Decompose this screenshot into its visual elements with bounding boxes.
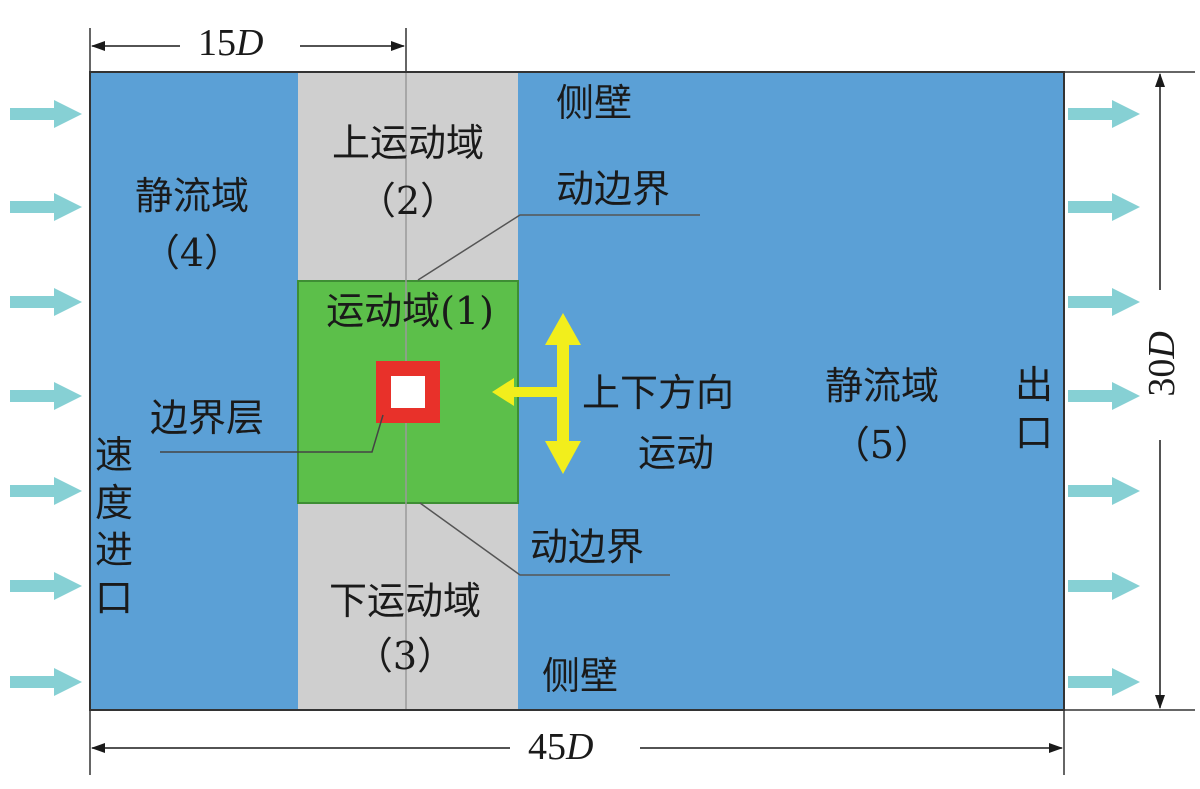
- lower-moving-domain-number: （3）: [354, 634, 456, 678]
- inlet-label: 速 度 进 口: [94, 433, 133, 620]
- static-domain-right-label: 静流域: [824, 364, 940, 408]
- static-domain-right-number: （5）: [831, 423, 933, 467]
- inlet-arrows: [10, 100, 82, 696]
- moving-boundary-top-label: 动边界: [556, 167, 671, 211]
- dim-label-bottom: 45D: [528, 726, 594, 768]
- leader-moving-boundary-bottom: [419, 502, 670, 576]
- arrow-right-icon: [1068, 572, 1140, 600]
- arrow-right-icon: [1068, 193, 1140, 221]
- arrow-right-icon: [1068, 668, 1140, 696]
- arrow-right-icon: [1068, 288, 1140, 316]
- motion-label-line2: 运动: [637, 431, 715, 475]
- body-square: [391, 376, 425, 408]
- static-domain-left: [90, 72, 298, 710]
- lower-moving-domain-label: 下运动域: [328, 579, 482, 623]
- static-domain-left-label: 静流域: [134, 174, 250, 218]
- lower-moving-domain: [298, 503, 518, 710]
- arrow-right-icon: [10, 477, 82, 505]
- domain-outline: [89, 71, 1065, 711]
- upper-moving-domain-label: 上运动域: [331, 121, 485, 165]
- arrow-right-icon: [10, 288, 82, 316]
- side-wall-top-label: 侧壁: [556, 81, 633, 125]
- static-domain-right: [518, 72, 1064, 710]
- static-domain-left-number: （4）: [141, 231, 243, 275]
- arrow-right-icon: [10, 572, 82, 600]
- upper-moving-domain-number: （2）: [357, 179, 459, 223]
- moving-domain-label: 运动域(1): [326, 289, 494, 333]
- arrow-right-icon: [10, 382, 82, 410]
- double-vertical-arrow-icon: [492, 313, 581, 474]
- arrow-right-icon: [10, 193, 82, 221]
- outlet-arrows: [1068, 100, 1140, 696]
- leader-boundary-layer: [160, 414, 384, 453]
- upper-moving-domain: [298, 72, 518, 281]
- arrow-right-icon: [1068, 100, 1140, 128]
- leader-moving-boundary-top: [417, 214, 700, 281]
- dim-label-right: 30D: [1140, 331, 1183, 397]
- motion-label-line1: 上下方向: [582, 371, 735, 415]
- arrow-right-icon: [1068, 477, 1140, 505]
- arrow-right-icon: [10, 100, 82, 128]
- outlet-label: 出 口: [1014, 363, 1053, 455]
- side-wall-bottom-label: 侧壁: [542, 654, 619, 698]
- moving-boundary-bottom-label: 动边界: [530, 525, 645, 569]
- boundary-layer-label: 边界层: [150, 396, 265, 440]
- arrow-right-icon: [10, 668, 82, 696]
- arrow-right-icon: [1068, 382, 1140, 410]
- dim-label-top: 15D: [198, 22, 264, 64]
